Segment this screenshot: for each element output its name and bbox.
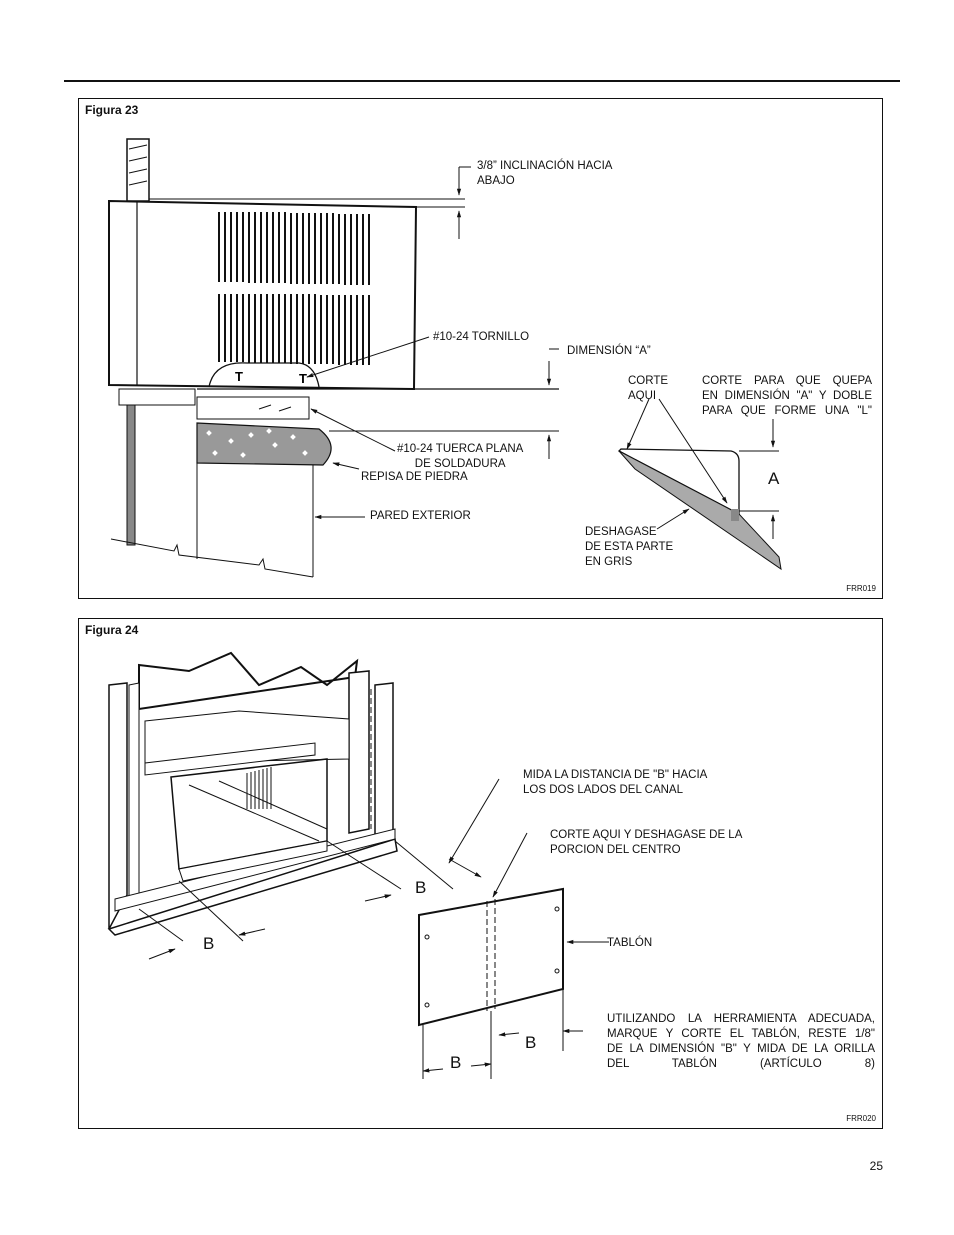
figure-23-title: Figura 23 (85, 103, 139, 117)
stone-sill-label: REPISA DE PIEDRA (361, 471, 468, 483)
cut-center-label: CORTE AQUI Y DESHAGASE DE LA PORCION DEL… (550, 829, 743, 856)
weld-nut-label: #10-24 TUERCA PLANA DE SOLDADURA (397, 443, 524, 470)
svg-text:T: T (235, 369, 243, 384)
b-board-left-letter: B (450, 1053, 462, 1072)
measure-b-label: MIDA LA DISTANCIA DE "B" HACIA LOS DOS L… (523, 769, 708, 796)
header-rule (64, 80, 900, 82)
exterior-wall-label: PARED EXTERIOR (370, 510, 471, 522)
board-label: TABLÓN (607, 937, 653, 949)
figure-24: Figura 24 MIDA LA DISTANCIA DE "B" HACIA… (78, 618, 883, 1129)
svg-text:T: T (299, 371, 307, 386)
figure-24-illustration (107, 651, 609, 1079)
slope-label: 3/8” INCLINACIÓN HACIA ABAJO (477, 160, 613, 187)
figure-23-code: FRR019 (846, 584, 876, 593)
b-left-letter: B (203, 934, 215, 953)
page-number: 25 (869, 1159, 883, 1173)
dimension-a-label: DIMENSIÓN “A” (567, 345, 651, 357)
b-right-letter: B (415, 878, 427, 897)
figure-24-code: FRR020 (846, 1114, 876, 1123)
dimension-a-letter: A (768, 469, 780, 488)
cut-here-label: CORTE AQUI (628, 375, 669, 402)
screw-label: #10-24 TORNILLO (433, 331, 530, 343)
figure-23: T T (78, 98, 883, 599)
figure-24-title: Figura 24 (85, 623, 139, 637)
tool-instructions-label: UTILIZANDO LA HERRAMIENTA ADECUADA, MARQ… (607, 1013, 875, 1070)
b-board-right-letter: B (525, 1033, 537, 1052)
figure-23-illustration: T T (108, 138, 782, 578)
fold-instructions-label: CORTE PARA QUE QUEPA EN DIMENSIÓN "A" Y … (702, 375, 872, 417)
discard-label: DESHAGASE DE ESTA PARTE EN GRIS (585, 526, 674, 568)
